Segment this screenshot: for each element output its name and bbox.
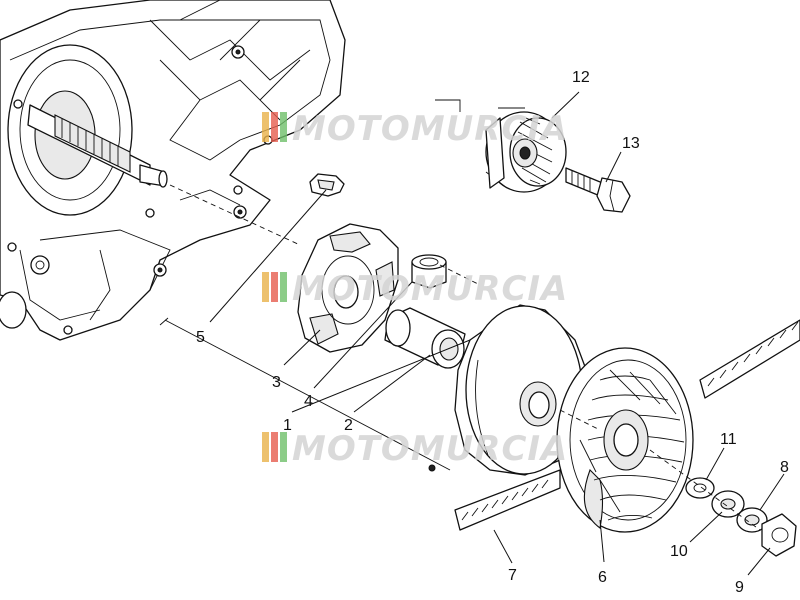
watermark-stripe <box>271 272 278 302</box>
watermark-stripe <box>280 432 287 462</box>
drive-belt <box>454 319 800 531</box>
watermark-stripe <box>271 432 278 462</box>
nut-9 <box>761 513 797 557</box>
watermark-stripe <box>271 112 278 142</box>
callout-10: 10 <box>670 543 688 560</box>
washer-11 <box>685 477 715 499</box>
ramp-plate <box>297 223 399 353</box>
callout-labels: 12 13 5 3 4 1 2 11 8 10 7 6 9 <box>196 69 789 596</box>
bushing <box>411 254 447 289</box>
washer-10 <box>711 490 745 518</box>
watermark-2: MOTOMURCIA <box>262 269 568 309</box>
watermark-text: MOTOMURCIA <box>292 109 568 149</box>
watermark-stripe <box>262 272 269 302</box>
callout-3: 3 <box>272 374 281 391</box>
watermark-stripe <box>280 112 287 142</box>
watermark-text: MOTOMURCIA <box>292 429 568 469</box>
callout-12: 12 <box>572 69 590 86</box>
assembly-guides <box>159 99 761 531</box>
watermark-text: MOTOMURCIA <box>292 269 568 309</box>
callout-7: 7 <box>508 567 517 584</box>
drive-pulley-half <box>454 304 591 476</box>
watermark-stripe <box>262 112 269 142</box>
leader-lines <box>209 91 785 576</box>
slider-clip <box>309 173 345 197</box>
drive-shaft <box>27 104 168 188</box>
watermark-stripe <box>262 432 269 462</box>
watermark-3: MOTOMURCIA <box>262 429 568 469</box>
watermark-stripe <box>280 272 287 302</box>
callout-8: 8 <box>780 459 789 476</box>
washer-8 <box>736 507 768 533</box>
callout-13: 13 <box>622 135 640 152</box>
watermark-1: MOTOMURCIA <box>262 109 568 149</box>
callout-6: 6 <box>598 569 607 586</box>
callout-4: 4 <box>304 393 313 410</box>
fan-pulley <box>556 347 694 533</box>
callout-11: 11 <box>720 431 737 448</box>
idler-pulley <box>485 107 567 193</box>
pulley-bolt <box>565 167 631 213</box>
callout-2: 2 <box>344 417 353 434</box>
callout-1: 1 <box>283 417 292 434</box>
callout-9: 9 <box>735 579 744 596</box>
callout-5: 5 <box>196 329 205 346</box>
